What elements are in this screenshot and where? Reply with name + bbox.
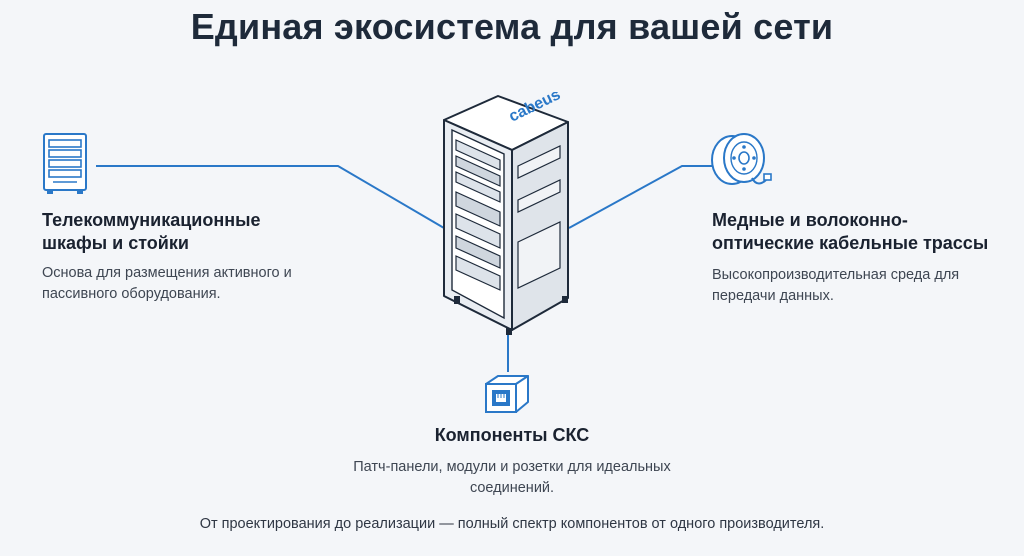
- keystone-jack-icon: [485, 375, 529, 413]
- server-cabinet-icon: [43, 133, 87, 194]
- connector-right: [568, 165, 716, 229]
- sks-components-description: Патч-панели, модули и розетки для идеаль…: [353, 459, 671, 496]
- cable-reel-icon: [711, 133, 772, 185]
- block-cable-routes: Медные и волоконно-оптические кабельные …: [712, 209, 1002, 307]
- block-sks-components: Компоненты СКС Патч-панели, модули и роз…: [340, 424, 684, 499]
- server-rack-illustration: cabeus: [443, 92, 569, 335]
- page-title: Единая экосистема для вашей сети: [190, 6, 834, 47]
- connector-left: [96, 165, 445, 229]
- cable-routes-description: Высокопроизводительная среда для передач…: [712, 267, 960, 304]
- cabinets-heading: Телекоммуникационные шкафы и стойки: [42, 210, 261, 253]
- footer-tagline: От проектирования до реализации — полный…: [199, 516, 825, 532]
- block-cabinets: Телекоммуникационные шкафы и стойки Осно…: [42, 209, 312, 305]
- sks-components-heading: Компоненты СКС: [434, 425, 590, 445]
- cable-routes-heading: Медные и волоконно-оптические кабельные …: [712, 210, 989, 253]
- cabinets-description: Основа для размещения активного и пассив…: [42, 265, 292, 302]
